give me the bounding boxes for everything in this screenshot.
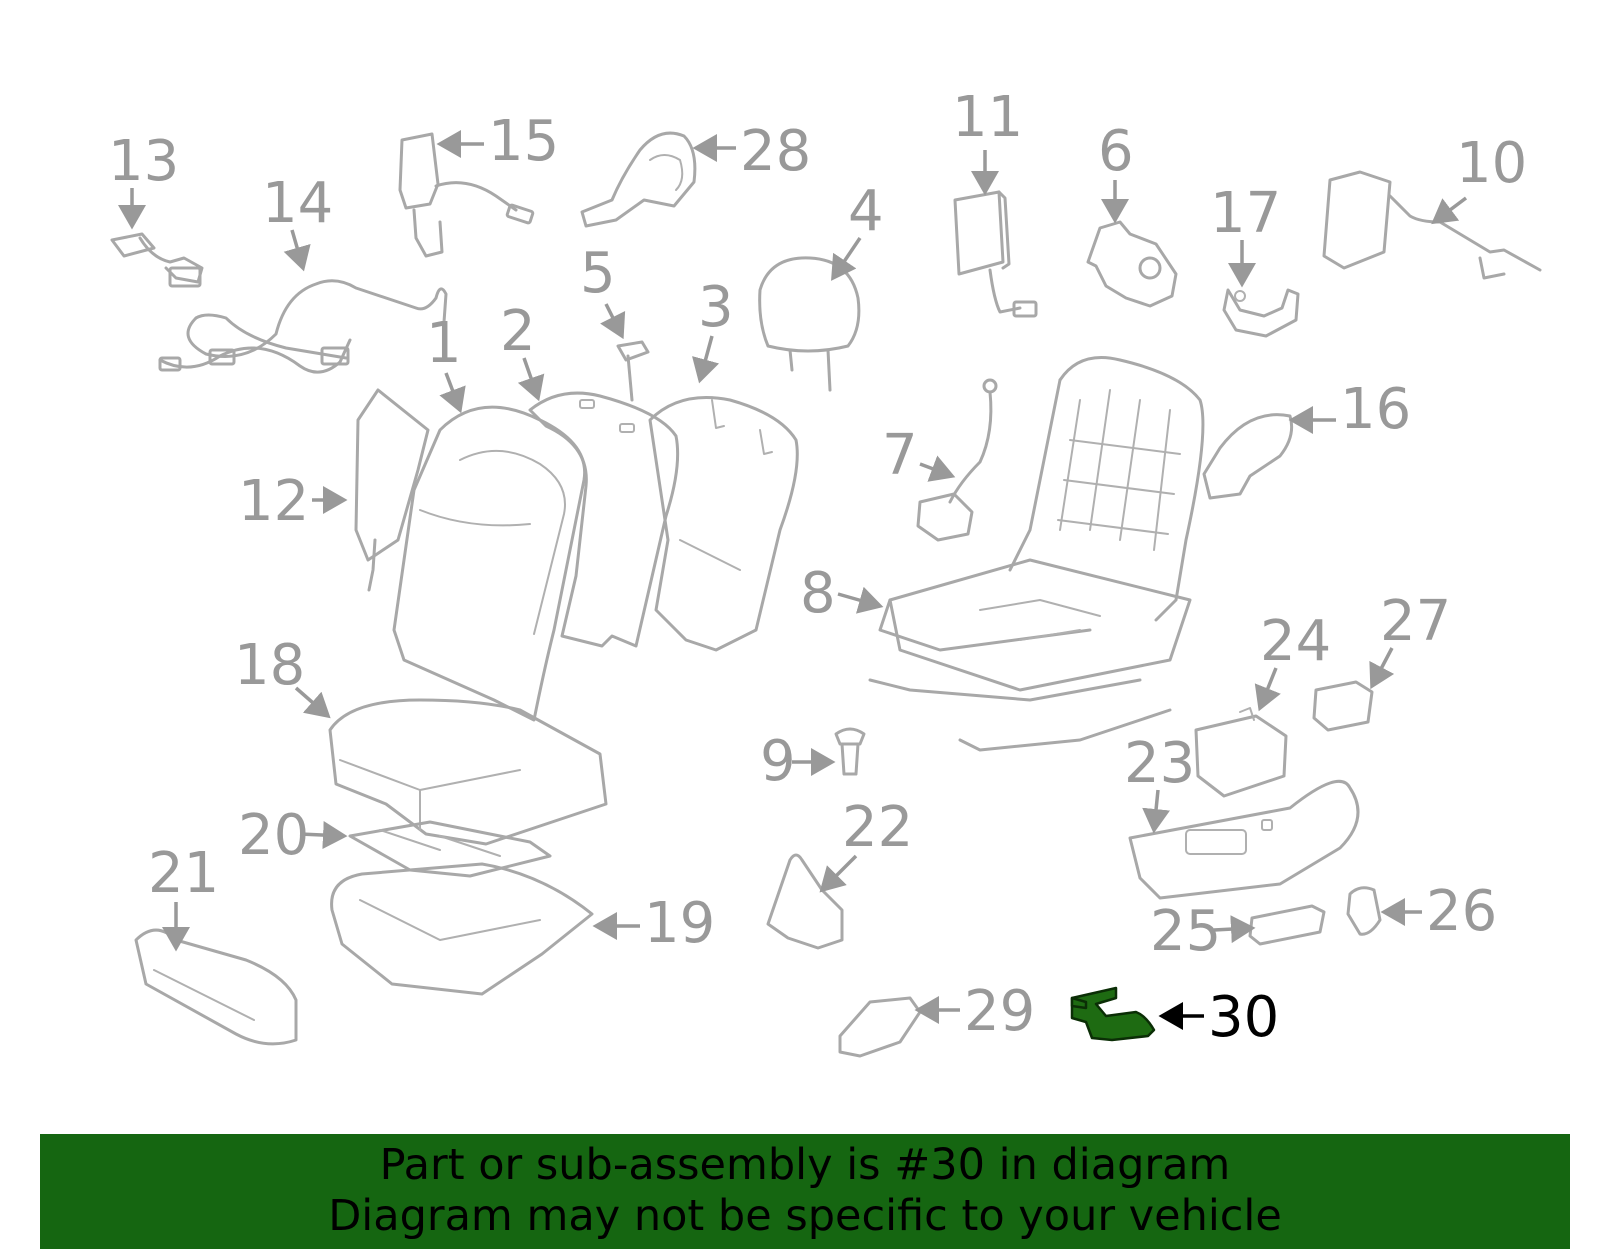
callout-12: 12 <box>238 469 309 534</box>
part-27-switch <box>1312 680 1374 732</box>
callout-13: 13 <box>108 129 179 194</box>
part-4-headrest <box>758 256 861 392</box>
callout-27: 27 <box>1380 589 1451 654</box>
callout-6: 6 <box>1098 119 1134 184</box>
part-9-bolt <box>834 727 866 776</box>
part-2-seatback-pad <box>528 391 680 648</box>
part-22-bracket <box>766 853 844 950</box>
banner-line-2: Diagram may not be specific to your vehi… <box>328 1191 1282 1241</box>
part-18-cushion-cover <box>328 698 608 846</box>
callout-4: 4 <box>848 179 884 244</box>
callout-16: 16 <box>1340 377 1411 442</box>
callout-25: 25 <box>1150 899 1221 964</box>
part-19-cushion-pad <box>330 862 594 996</box>
leader-lines <box>118 130 1468 1030</box>
callout-10: 10 <box>1456 131 1527 196</box>
callout-5: 5 <box>580 241 616 306</box>
callout-14: 14 <box>262 171 333 236</box>
part-30-highlighted <box>1070 986 1156 1042</box>
part-8-seat-frame <box>868 356 1205 752</box>
callout-20: 20 <box>238 803 309 868</box>
info-banner: Part or sub-assembly is #30 in diagram D… <box>40 1134 1570 1249</box>
callout-21: 21 <box>148 841 219 906</box>
callout-15: 15 <box>488 109 559 174</box>
part-29-cover <box>838 996 922 1058</box>
part-11-airbag <box>953 190 1038 318</box>
part-15-belt-buckle <box>398 132 535 258</box>
callout-30: 30 <box>1208 985 1279 1050</box>
part-16-cover <box>1202 413 1294 500</box>
part-23-side-shield <box>1128 779 1360 900</box>
callout-2: 2 <box>500 299 536 364</box>
part-24-cover <box>1194 707 1288 798</box>
callout-7: 7 <box>882 423 918 488</box>
part-5-guide <box>616 340 650 402</box>
callout-17: 17 <box>1210 181 1281 246</box>
part-28-cover <box>580 131 697 228</box>
callout-24: 24 <box>1260 609 1331 674</box>
callout-3: 3 <box>698 275 734 340</box>
callout-23: 23 <box>1124 731 1195 796</box>
callout-labels: 13 14 15 28 4 11 6 17 10 1 2 3 5 12 7 16… <box>108 85 1527 1050</box>
callout-8: 8 <box>800 561 836 626</box>
part-6-recliner <box>1086 220 1178 308</box>
callout-29: 29 <box>964 979 1035 1044</box>
part-14-wire-harness <box>158 279 448 374</box>
banner-line-1: Part or sub-assembly is #30 in diagram <box>379 1140 1231 1190</box>
callout-9: 9 <box>760 729 796 794</box>
part-17-bracket <box>1222 288 1300 338</box>
part-25-knob <box>1248 904 1326 946</box>
part-26-knob <box>1346 886 1382 936</box>
callout-22: 22 <box>842 795 913 860</box>
part-3-seatback-board <box>648 396 799 652</box>
part-10-motor <box>1322 170 1542 280</box>
part-7-cable <box>916 378 998 542</box>
part-12-panel <box>354 388 430 592</box>
part-13-connector <box>110 232 204 288</box>
part-21-side-cover <box>134 928 298 1046</box>
callout-26: 26 <box>1426 879 1497 944</box>
callout-18: 18 <box>234 633 305 698</box>
callout-1: 1 <box>426 311 462 376</box>
callout-11: 11 <box>952 85 1023 150</box>
callout-28: 28 <box>740 119 811 184</box>
callout-19: 19 <box>644 891 715 956</box>
